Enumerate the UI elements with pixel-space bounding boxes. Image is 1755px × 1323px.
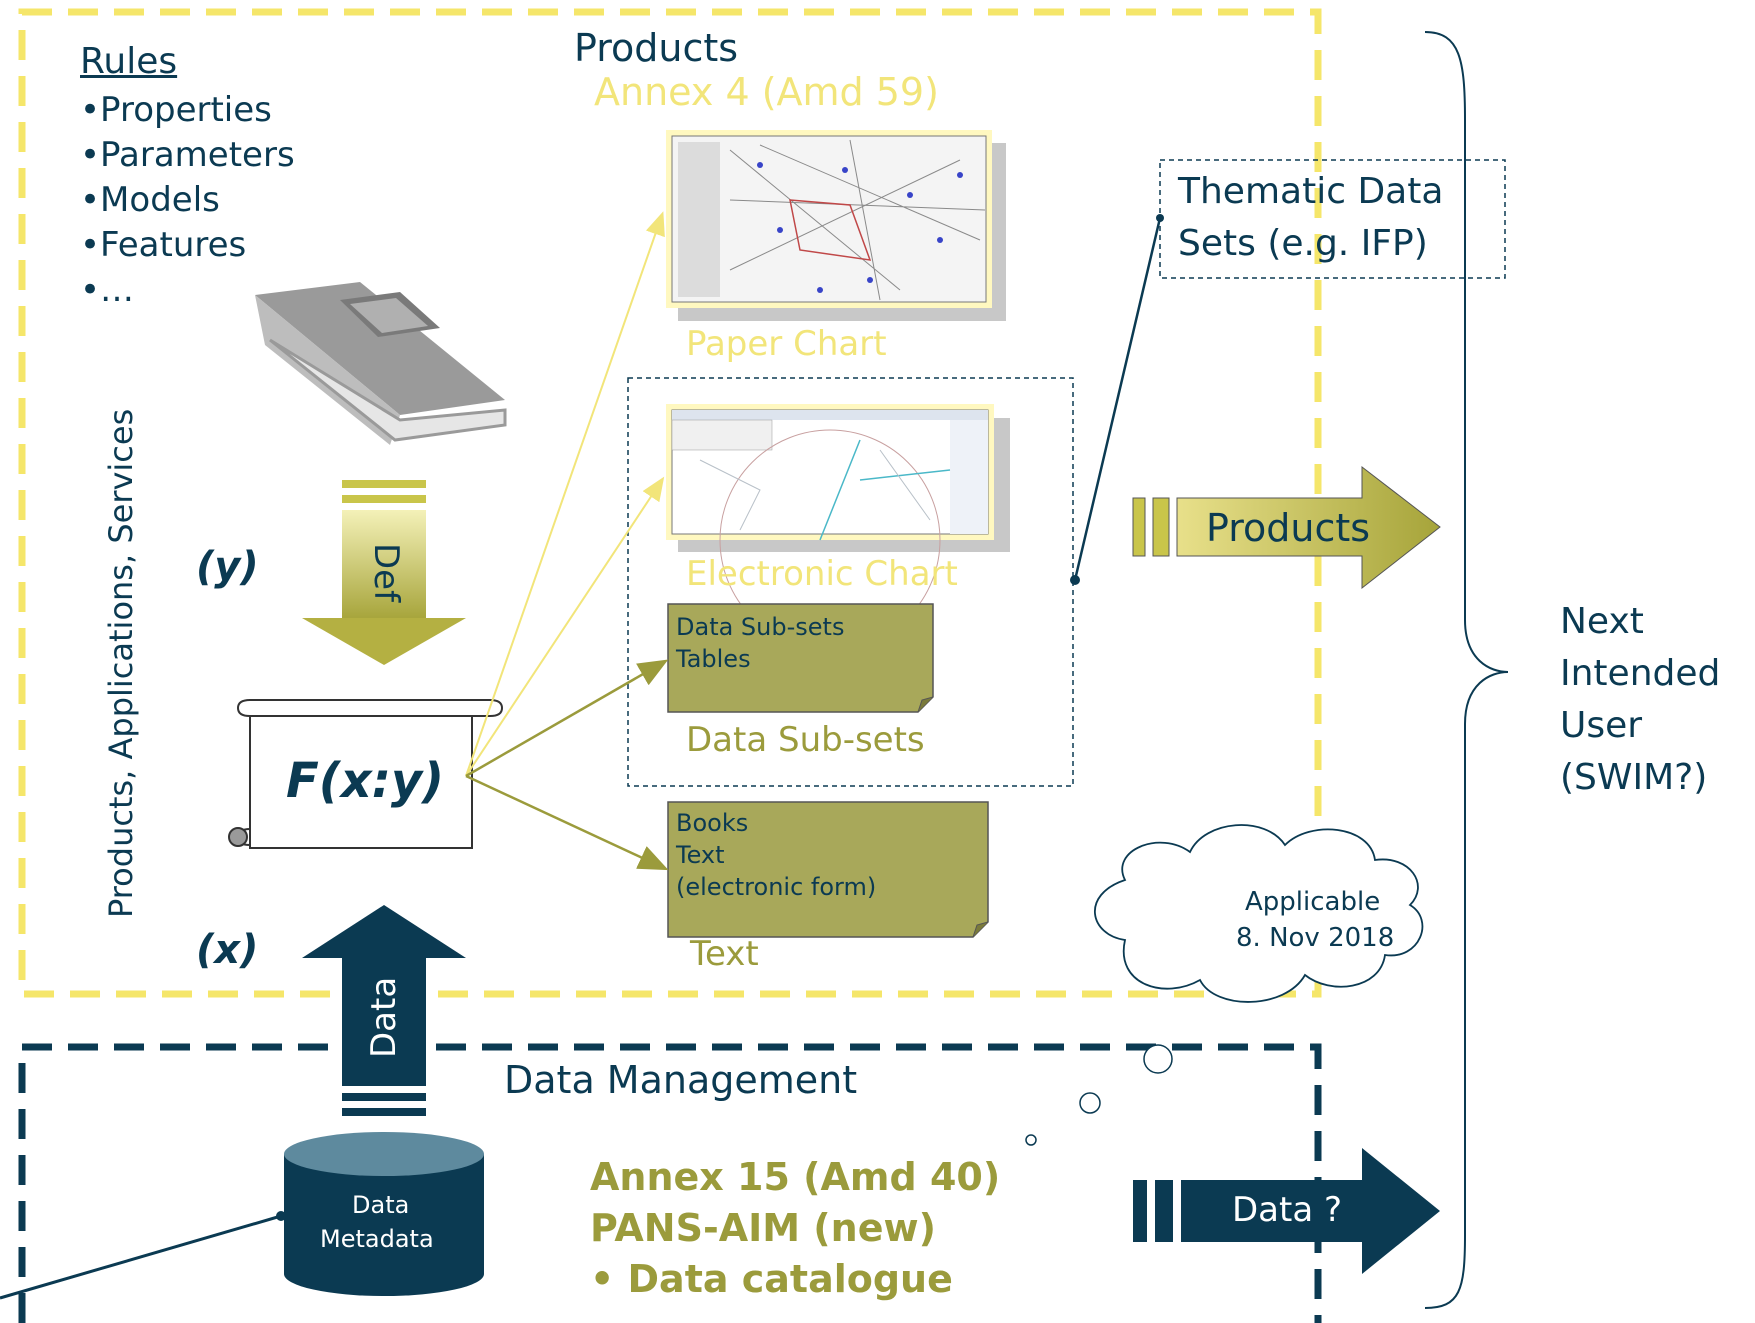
db-line: Data [352, 1191, 410, 1219]
text-note-line: Books [676, 809, 749, 837]
cloud-icon [1025, 824, 1424, 1146]
connector-dot [1156, 214, 1164, 222]
arrow-to-text [465, 774, 669, 871]
products-arrow [1132, 465, 1441, 590]
rules-title: Rules [80, 41, 178, 82]
thematic-line: Thematic Data [1178, 171, 1444, 212]
data-management-label: Data Management [504, 1058, 858, 1102]
function-label: F(x:y) [286, 753, 445, 809]
data-arrow-label: Data [364, 976, 404, 1058]
rules-item: •Parameters [80, 135, 295, 175]
text-note-line: Text [676, 841, 725, 869]
next-user-line: Next [1560, 601, 1644, 642]
thematic-connector [1073, 217, 1162, 581]
data-arrow-right-label: Data ? [1232, 1190, 1343, 1230]
book-icon [255, 282, 507, 445]
connector-dot [1070, 575, 1080, 585]
products-frame [18, 8, 1322, 998]
thematic-line: Sets (e.g. IFP) [1178, 223, 1428, 264]
database-icon [0, 1132, 484, 1300]
def-arrow [302, 480, 466, 665]
next-user-line: (SWIM?) [1560, 757, 1708, 798]
electronic-chart-caption: Electronic Chart [686, 554, 958, 594]
electronic-chart-thumbnail [666, 404, 1010, 651]
vertical-label: Products, Applications, Services [102, 408, 140, 918]
cloud-line: 8. Nov 2018 [1236, 923, 1395, 953]
text-note-line: (electronic form) [676, 873, 877, 901]
data-subsets-note [667, 603, 934, 713]
annex15-line: Annex 15 (Amd 40) [590, 1155, 1001, 1199]
products-heading: Products [574, 26, 739, 70]
x-label: (x) [196, 927, 259, 973]
paper-chart-caption: Paper Chart [686, 324, 887, 364]
data-subsets-line: Tables [676, 645, 751, 673]
next-user-line: Intended [1560, 653, 1721, 694]
arrow-to-paper-chart [465, 211, 665, 777]
paper-chart-thumbnail [666, 130, 1006, 321]
text-caption: Text [690, 934, 759, 974]
products-arrow-label: Products [1206, 506, 1371, 550]
cloud-line: Applicable [1245, 887, 1381, 917]
arrow-to-electronic-chart [465, 476, 665, 777]
rules-item: •… [80, 270, 135, 310]
annex15-line: • Data catalogue [590, 1257, 953, 1301]
y-label: (y) [196, 544, 259, 590]
next-user-line: User [1560, 705, 1643, 746]
data-right-arrow [1133, 1148, 1440, 1274]
scroll-icon [228, 699, 504, 849]
rules-item: •Models [80, 180, 220, 220]
db-line: Metadata [320, 1225, 434, 1253]
text-note [667, 801, 989, 938]
annex4-label: Annex 4 (Amd 59) [594, 70, 939, 114]
data-up-arrow [302, 905, 466, 1116]
arrow-to-data-subsets [465, 659, 669, 778]
brace-icon [1424, 31, 1509, 1309]
rules-item: •Properties [80, 90, 272, 130]
def-label: Def [366, 543, 406, 603]
annex15-line: PANS-AIM (new) [590, 1206, 936, 1250]
rules-item: •Features [80, 225, 247, 265]
data-subsets-caption: Data Sub-sets [686, 720, 925, 760]
data-subsets-line: Data Sub-sets [676, 613, 845, 641]
